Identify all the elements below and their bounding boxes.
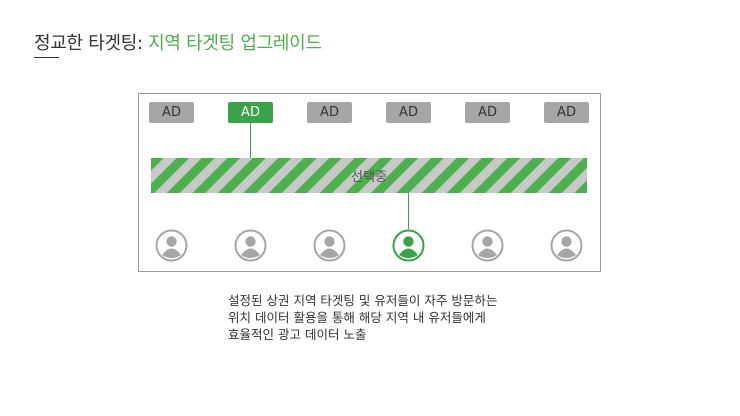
user-icon-2 [234, 229, 267, 262]
description-line-1: 설정된 상권 지역 타겟팅 및 유저들이 자주 방문하는 [228, 293, 498, 308]
slide-title: 정교한 타겟팅: 지역 타겟팅 업그레이드 [34, 29, 322, 55]
user-icon-6 [550, 229, 583, 262]
user-icon-1 [155, 229, 188, 262]
user-icon-3 [313, 229, 346, 262]
ad-connector-line [250, 123, 251, 158]
ad-box-5: AD [465, 102, 510, 123]
selection-bar-label: 선택중 [351, 170, 387, 185]
user-icon-5 [471, 229, 504, 262]
ad-box-2-selected: AD [228, 102, 273, 123]
ad-box-6: AD [544, 102, 589, 123]
title-underline [34, 57, 59, 58]
selection-bar: 선택중 [151, 158, 587, 193]
user-icon-4-selected [392, 229, 425, 262]
description-line-2: 위치 데이터 활용을 통해 해당 지역 내 유저들에게 [228, 310, 486, 325]
title-main: 정교한 타겟팅: [34, 33, 149, 54]
title-highlight: 지역 타겟팅 업그레이드 [148, 33, 322, 54]
ad-box-1: AD [149, 102, 194, 123]
user-connector-line [408, 193, 409, 229]
ad-box-4: AD [386, 102, 431, 123]
description-text: 설정된 상권 지역 타겟팅 및 유저들이 자주 방문하는 위치 데이터 활용을 … [228, 292, 497, 343]
description-line-3: 효율적인 광고 데이터 노출 [228, 327, 367, 342]
ad-box-3: AD [307, 102, 352, 123]
